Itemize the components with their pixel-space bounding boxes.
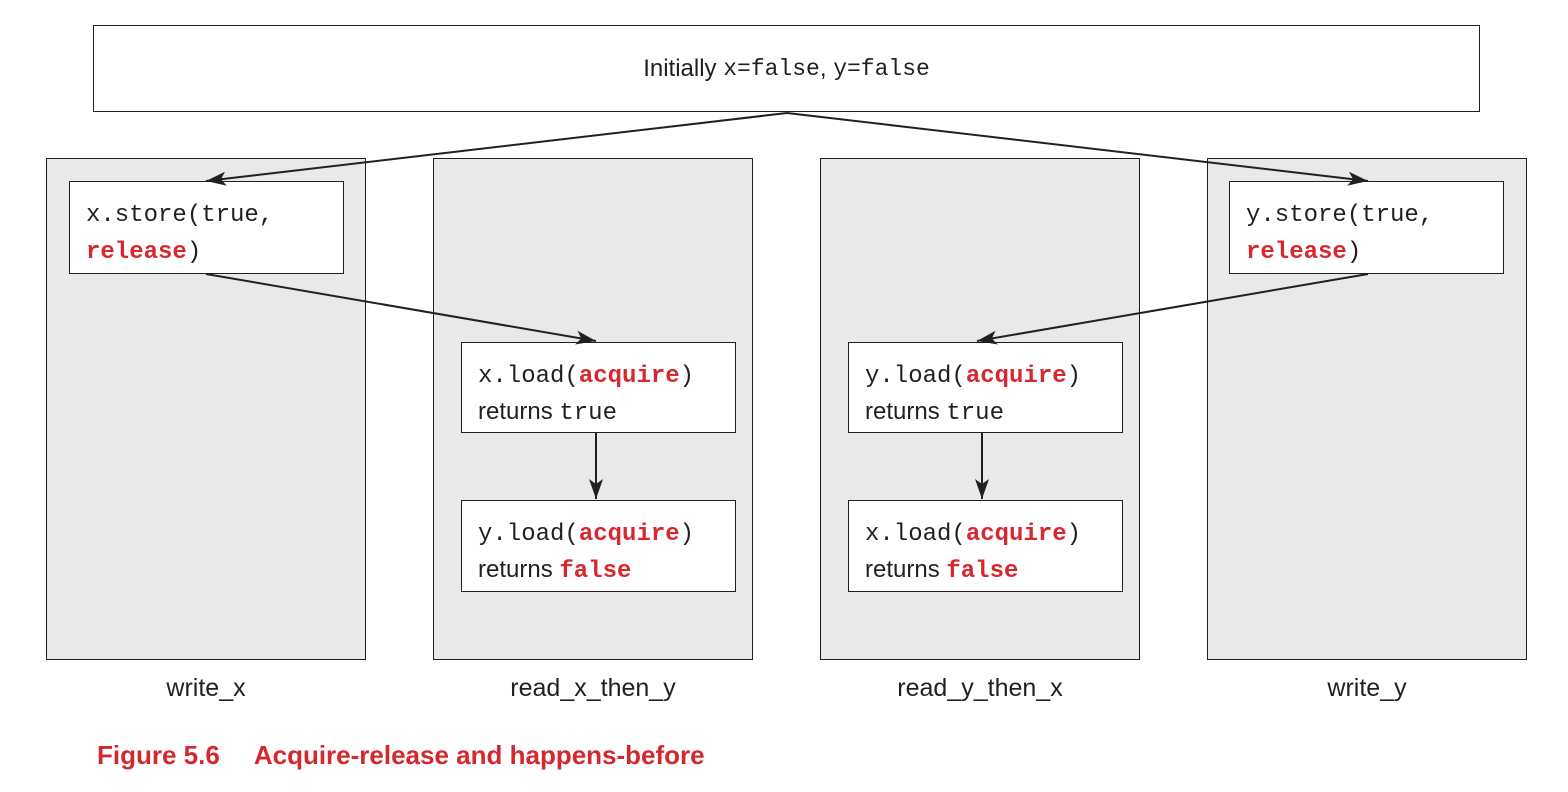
op-keyword: release <box>1246 239 1347 266</box>
returns-value: true <box>559 400 617 427</box>
initial-label: Initially <box>643 54 717 82</box>
op-code: y.store(true, <box>1246 202 1434 229</box>
op-y-load: y.load(acquire) returns false <box>461 500 736 592</box>
figure-caption: Figure 5.6 Acquire-release and happens-be… <box>97 740 705 771</box>
initial-separator: , <box>819 54 827 82</box>
op-code: ) <box>679 363 695 390</box>
op-y-store: y.store(true, release) <box>1229 181 1504 274</box>
returns-value: false <box>946 558 1019 585</box>
figure-title: Acquire-release and happens-before <box>253 740 705 770</box>
op-x-load: x.load(acquire) returns true <box>461 342 736 433</box>
thread-label-write-y: write_y <box>1327 674 1407 702</box>
op-code: y.load( <box>865 363 966 390</box>
op-code: x.load( <box>865 521 966 548</box>
op-keyword: acquire <box>965 521 1067 548</box>
op-code: ) <box>679 521 695 548</box>
op-keyword: acquire <box>965 363 1067 390</box>
returns-value: false <box>559 558 632 585</box>
returns-value: true <box>946 400 1004 427</box>
returns-label: returns <box>865 556 940 583</box>
op-code: ) <box>1066 363 1082 390</box>
returns-label: returns <box>865 398 940 425</box>
initial-state-box: Initially x=false, y=false <box>93 25 1480 112</box>
thread-label-read-y-then-x: read_y_then_x <box>897 674 1063 702</box>
op-x-load: x.load(acquire) returns false <box>848 500 1123 592</box>
op-y-load: y.load(acquire) returns true <box>848 342 1123 433</box>
returns-label: returns <box>478 398 553 425</box>
op-keyword: acquire <box>578 363 680 390</box>
op-keyword: release <box>86 239 187 266</box>
op-code: y.load( <box>478 521 579 548</box>
initial-y-state: y=false <box>833 55 930 82</box>
op-code: x.load( <box>478 363 579 390</box>
initial-x-state: x=false <box>723 55 820 82</box>
op-code: ) <box>1066 521 1082 548</box>
op-x-store: x.store(true, release) <box>69 181 344 274</box>
returns-label: returns <box>478 556 553 583</box>
op-code: x.store(true, <box>86 202 274 229</box>
op-code: ) <box>1346 239 1362 266</box>
op-code: ) <box>186 239 202 266</box>
thread-label-read-x-then-y: read_x_then_y <box>510 674 676 702</box>
thread-label-write-x: write_x <box>166 674 246 702</box>
figure-number: Figure 5.6 <box>97 740 220 770</box>
op-keyword: acquire <box>578 521 680 548</box>
